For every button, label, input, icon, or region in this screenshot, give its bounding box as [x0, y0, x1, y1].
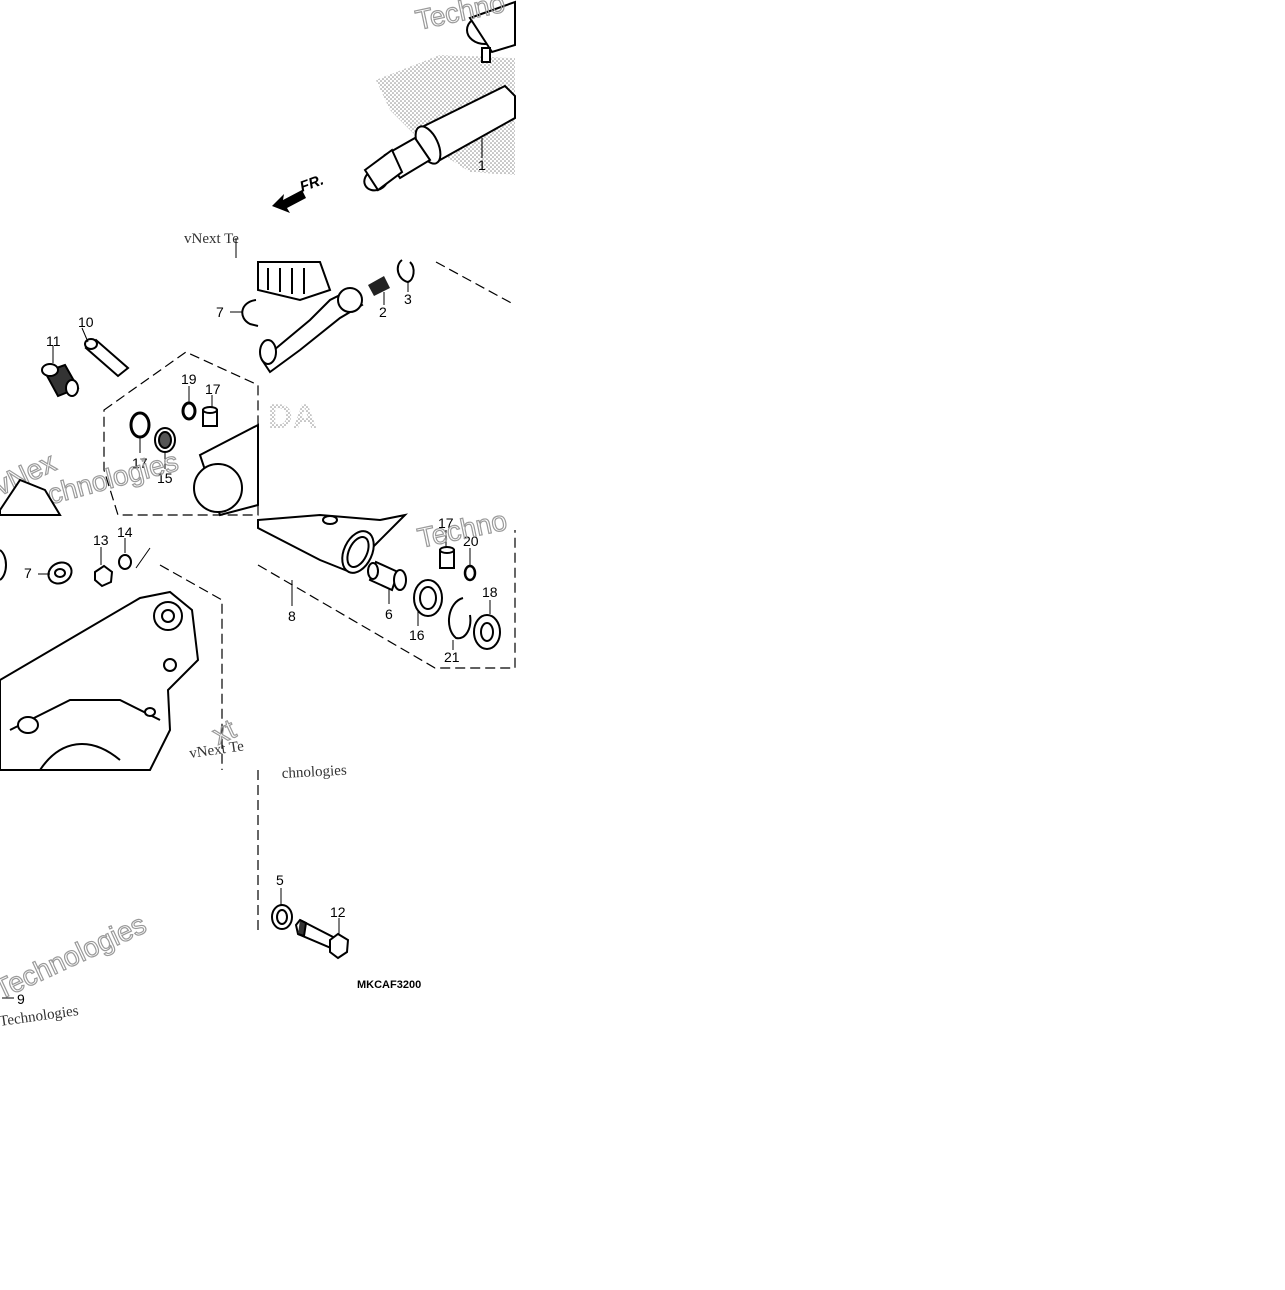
drive-shaft	[363, 84, 516, 192]
part-21-circlip	[447, 597, 472, 640]
part-16-bearing	[413, 579, 443, 617]
swingarm-body	[0, 590, 200, 771]
watermark-vnext-2: vNext Te	[188, 738, 245, 762]
part-17-bushing-lower	[439, 546, 455, 569]
tile-pivot-parts: 6 16 17 20 21 18 8 Techno	[257, 504, 516, 669]
part-14-washer	[118, 554, 132, 570]
part-3-clip	[396, 259, 415, 284]
part-13-nut	[94, 564, 114, 588]
diagram-code: MKCAF3200	[357, 979, 421, 991]
part-20-ring	[181, 401, 197, 421]
callout-14: 14	[117, 524, 133, 540]
callout-6: 6	[385, 606, 393, 622]
callout-8: 8	[288, 608, 296, 624]
front-marker-label: FR.	[298, 172, 327, 196]
part-6-collar	[367, 560, 407, 592]
callout-1: 1	[478, 157, 486, 173]
part-5-washer	[271, 904, 293, 930]
part-12-bolt	[294, 918, 350, 960]
watermark-technologies-3: Technologies	[0, 1003, 80, 1030]
swingarm-arm	[257, 513, 409, 574]
callout-12: 12	[330, 904, 346, 920]
callout-16: 16	[409, 627, 425, 643]
part-18-ring	[129, 411, 151, 439]
part-2-spring	[368, 276, 390, 296]
callout-9: 10	[78, 314, 94, 330]
part-7-lower	[47, 561, 73, 585]
tile-joint-parts: 11 10 17 15 19 17	[0, 259, 516, 518]
callout-5: 5	[276, 872, 284, 888]
boot-fragment-left	[0, 478, 62, 516]
dashed-group-box	[103, 351, 259, 516]
part-9-pin	[84, 338, 130, 378]
tile-drive-shaft: FR. 1 vNext Te Techno	[184, 0, 516, 258]
callout-10: 9	[17, 991, 25, 1007]
callout-2: 2	[379, 304, 387, 320]
part-11	[41, 363, 80, 398]
part-15-bearing	[154, 427, 176, 453]
callout-20-bottom: 20	[463, 533, 479, 549]
callout-17-bottom: 17	[438, 515, 454, 531]
front-arrow: FR.	[272, 172, 326, 213]
watermark-vnext-1: vNext Te	[184, 231, 239, 247]
callout-21: 21	[444, 649, 460, 665]
pivot-dashed-box	[257, 530, 516, 669]
callout-15: 15	[157, 470, 173, 486]
part-19-seal	[473, 614, 501, 650]
swingarm-dashed	[159, 564, 223, 770]
callout-20-top: 19	[181, 371, 197, 387]
callout-7-top: 7	[216, 304, 224, 320]
swingarm-pivot	[193, 423, 259, 517]
tile-pivot-bolt: chnologies 5 12 MKCAF3200	[257, 763, 421, 991]
part-7-clip-top	[241, 299, 259, 327]
brand-fragment: DA	[268, 398, 317, 436]
top-boot	[466, 0, 516, 63]
callout-3: 3	[404, 291, 412, 307]
callout-13: 13	[93, 532, 109, 548]
callout-7-bottom: 7	[24, 565, 32, 581]
tile-swingarm: 7 13 14 vNext Te xt	[0, 524, 245, 771]
callout-11: 11	[46, 333, 61, 349]
callout-18: 17	[132, 455, 148, 471]
part-17-bushing	[202, 406, 218, 427]
callout-19: 18	[482, 584, 498, 600]
part-20-ring-lower	[463, 564, 477, 582]
watermark-technologies-2: chnologies	[281, 763, 347, 782]
watermark-outline-5: Technologies	[0, 908, 151, 1005]
callout-17-top: 17	[205, 381, 221, 397]
joint-boot	[257, 261, 364, 374]
tile-fragment-10: 9 Technologies Technologies	[0, 908, 151, 1030]
